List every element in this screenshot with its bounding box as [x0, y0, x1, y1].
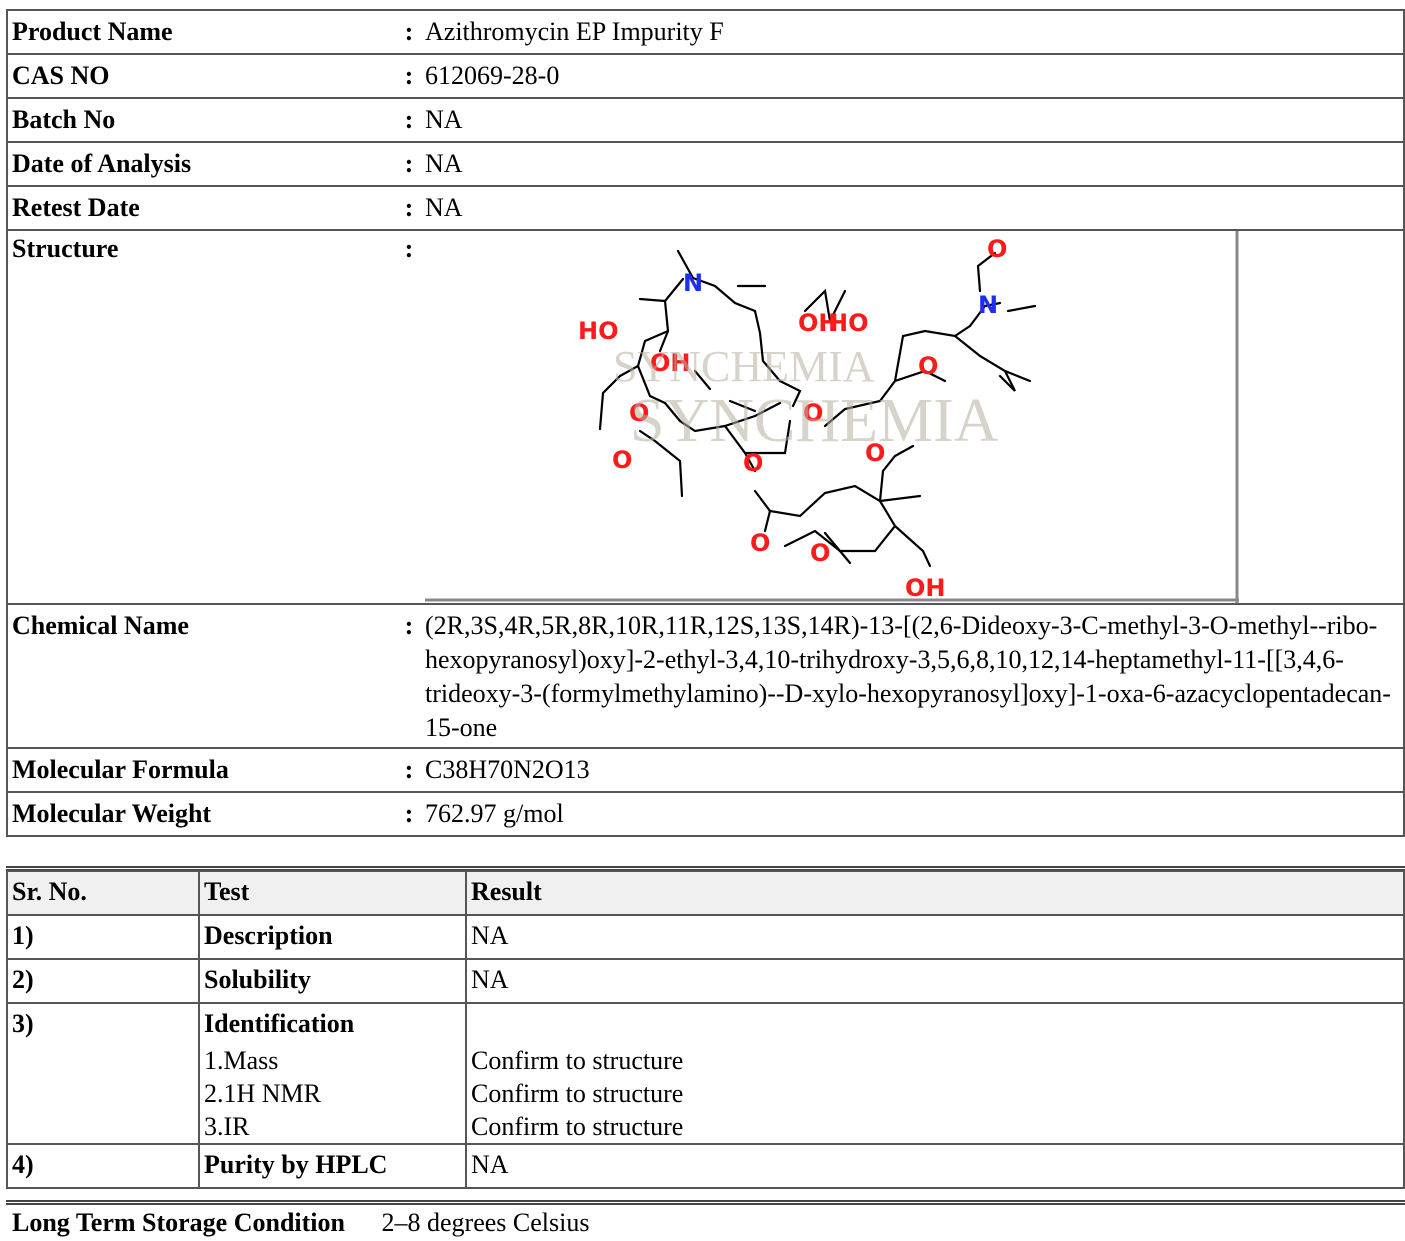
atom-label: OH — [905, 574, 946, 602]
row-test: Identification 1.Mass 2.1H NMR 3.IR — [198, 1002, 467, 1145]
label-retest-date: Retest Date — [6, 185, 396, 231]
info-row-cas-no: CAS NO : 612069-28-0 — [6, 53, 1405, 99]
separator: : — [396, 791, 422, 837]
row-result: NA — [465, 958, 1405, 1004]
label-molecular-formula: Molecular Formula — [6, 747, 396, 793]
table-row: 4) Purity by HPLC NA — [6, 1143, 1405, 1189]
value-batch-no: NA — [422, 97, 1405, 143]
label-date-of-analysis: Date of Analysis — [6, 141, 396, 187]
storage-value: 2–8 degrees Celsius — [381, 1208, 590, 1237]
row-test: Solubility — [198, 958, 467, 1004]
row-sr-no: 2) — [6, 958, 200, 1004]
info-row-product-name: Product Name : Azithromycin EP Impurity … — [6, 9, 1405, 55]
atom-label: O — [918, 352, 938, 380]
value-molecular-weight: 762.97 g/mol — [422, 791, 1405, 837]
atom-label: OH — [798, 309, 839, 337]
structure-image: N O N HO OH HO OH O O O O O O O — [425, 231, 1245, 603]
divider — [6, 866, 1405, 871]
structure-cell: N O N HO OH HO OH O O O O O O O — [422, 229, 1405, 605]
divider — [6, 1200, 1405, 1205]
atom-label: HO — [828, 309, 869, 337]
atom-label: O — [987, 235, 1007, 263]
row-test: Description — [198, 914, 467, 960]
atom-label: O — [612, 446, 632, 474]
atom-label: O — [803, 399, 823, 427]
row-result-sub: Confirm to structure — [471, 1046, 684, 1075]
row-test-title: Identification — [204, 1009, 355, 1038]
table-row: 2) Solubility NA — [6, 958, 1405, 1004]
atom-label: O — [865, 439, 885, 467]
table-row: 1) Description NA — [6, 914, 1405, 960]
info-row-molecular-weight: Molecular Weight : 762.97 g/mol — [6, 791, 1405, 837]
label-product-name: Product Name — [6, 9, 396, 55]
atom-label: O — [810, 539, 830, 567]
row-result: Confirm to structure Confirm to structur… — [465, 1002, 1405, 1145]
header-test: Test — [198, 870, 467, 916]
table-row: 3) Identification 1.Mass 2.1H NMR 3.IR C… — [6, 1002, 1405, 1145]
header-result: Result — [465, 870, 1405, 916]
info-row-retest-date: Retest Date : NA — [6, 185, 1405, 231]
product-info-table: Product Name : Azithromycin EP Impurity … — [6, 9, 1405, 837]
row-sr-no: 1) — [6, 914, 200, 960]
row-test-sub: 3.IR — [204, 1112, 250, 1141]
atom-label: HO — [578, 317, 619, 345]
label-molecular-weight: Molecular Weight — [6, 791, 396, 837]
row-sr-no: 3) — [6, 1002, 200, 1145]
value-retest-date: NA — [422, 185, 1405, 231]
label-cas-no: CAS NO — [6, 53, 396, 99]
test-results-table: Sr. No. Test Result 1) Description NA 2)… — [6, 870, 1405, 1189]
label-chemical-name: Chemical Name — [6, 603, 396, 749]
info-row-chemical-name: Chemical Name : (2R,3S,4R,5R,8R,10R,11R,… — [6, 603, 1405, 749]
separator: : — [396, 141, 422, 187]
separator: : — [396, 9, 422, 55]
row-test-sub: 1.Mass — [204, 1046, 279, 1075]
row-test-sub: 2.1H NMR — [204, 1079, 322, 1108]
row-result: NA — [465, 914, 1405, 960]
header-sr-no: Sr. No. — [6, 870, 200, 916]
row-result-sub: Confirm to structure — [471, 1112, 684, 1141]
atom-label: O — [750, 529, 770, 557]
watermark-text: SYNCHEMIA — [613, 342, 875, 391]
label-structure: Structure — [6, 229, 396, 605]
table-header-row: Sr. No. Test Result — [6, 870, 1405, 916]
atom-label: O — [743, 449, 763, 477]
atom-label: OH — [650, 349, 691, 377]
watermark-text: SYNCHEMIA — [630, 387, 999, 455]
separator: : — [396, 97, 422, 143]
separator: : — [396, 603, 422, 749]
separator: : — [396, 229, 422, 605]
row-sr-no: 4) — [6, 1143, 200, 1189]
label-batch-no: Batch No — [6, 97, 396, 143]
row-test: Purity by HPLC — [198, 1143, 467, 1189]
value-date-of-analysis: NA — [422, 141, 1405, 187]
atom-label: N — [978, 291, 998, 319]
storage-label: Long Term Storage Condition — [12, 1208, 345, 1237]
atom-label: O — [629, 399, 649, 427]
storage-condition: Long Term Storage Condition 2–8 degrees … — [12, 1208, 589, 1238]
info-row-molecular-formula: Molecular Formula : C38H70N2O13 — [6, 747, 1405, 793]
value-cas-no: 612069-28-0 — [422, 53, 1405, 99]
separator: : — [396, 185, 422, 231]
separator: : — [396, 53, 422, 99]
info-row-batch-no: Batch No : NA — [6, 97, 1405, 143]
row-result-sub: Confirm to structure — [471, 1079, 684, 1108]
info-row-structure: Structure : — [6, 229, 1405, 605]
row-result: NA — [465, 1143, 1405, 1189]
value-product-name: Azithromycin EP Impurity F — [422, 9, 1405, 55]
molecule-structure-drawing: N O N HO OH HO OH O O O O O O O — [425, 231, 1239, 603]
value-chemical-name: (2R,3S,4R,5R,8R,10R,11R,12S,13S,14R)-13-… — [422, 603, 1405, 749]
atom-label: N — [683, 269, 703, 297]
value-molecular-formula: C38H70N2O13 — [422, 747, 1405, 793]
separator: : — [396, 747, 422, 793]
info-row-date-of-analysis: Date of Analysis : NA — [6, 141, 1405, 187]
